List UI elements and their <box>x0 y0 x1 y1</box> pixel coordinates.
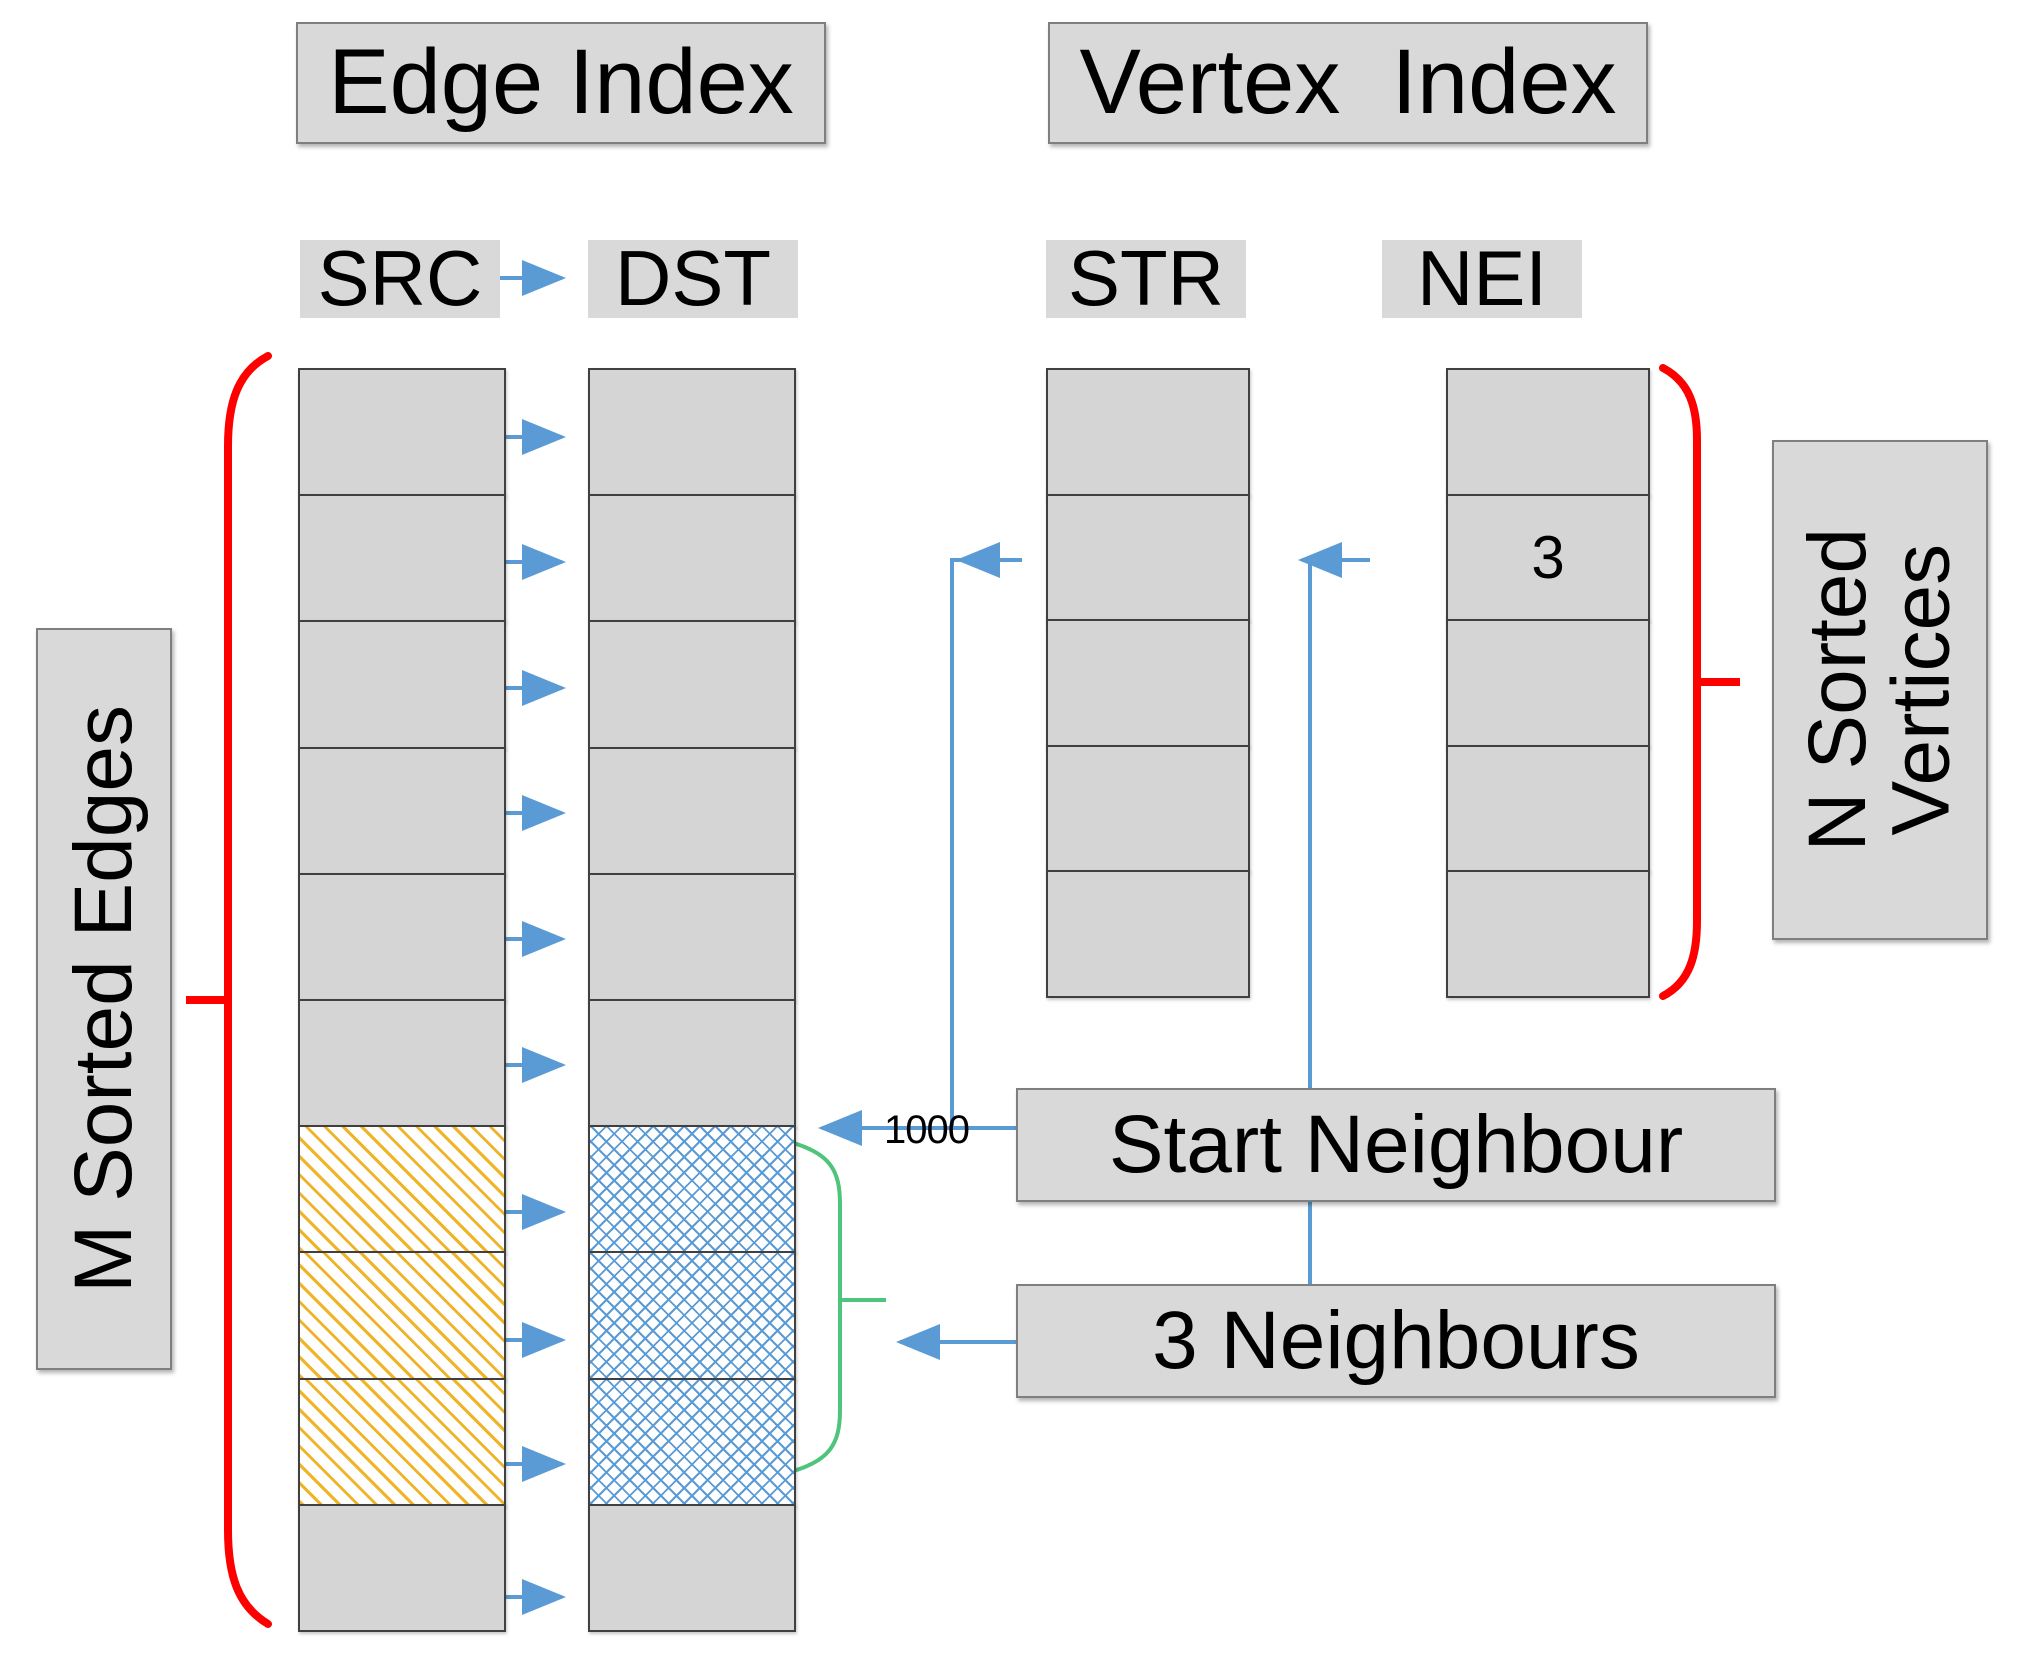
vertex-index-title-text: Vertex Index <box>1079 31 1617 134</box>
src-cell-2[interactable] <box>298 494 506 623</box>
str-cell-4[interactable] <box>1046 744 1250 873</box>
edge-index-title: Edge Index <box>296 22 826 144</box>
vertex-index-title: Vertex Index <box>1048 22 1648 144</box>
nei-cell-5[interactable] <box>1446 870 1650 998</box>
brace-three-neighbours <box>785 1139 886 1475</box>
bracket-m-sorted-edges <box>186 352 272 1628</box>
offset-value-text: 1000 <box>884 1108 970 1152</box>
dst-cell-1[interactable] <box>588 368 796 497</box>
nei-cell-3[interactable] <box>1446 619 1650 747</box>
arrow-start-neighbour-to-str <box>950 542 1022 1128</box>
three-neighbours-callout[interactable]: 3 Neighbours <box>1016 1284 1776 1398</box>
dst-cell-8[interactable] <box>588 1251 796 1380</box>
dst-cell-9[interactable] <box>588 1377 796 1506</box>
src-cell-8[interactable] <box>298 1251 506 1380</box>
str-cell-5[interactable] <box>1046 870 1250 998</box>
dst-column <box>588 368 796 1632</box>
dst-column-title: DST <box>588 234 798 323</box>
str-cell-1[interactable] <box>1046 368 1250 496</box>
src-cell-6[interactable] <box>298 999 506 1128</box>
n-sorted-vertices-label-text: N Sorted Vertices <box>1792 528 1967 852</box>
arrow-start-neighbour-to-nei <box>1298 542 1370 1090</box>
nei-cell-4[interactable] <box>1446 744 1650 873</box>
dst-column-title-text: DST <box>615 234 771 323</box>
src-column-title: SRC <box>300 234 500 323</box>
offset-value-label: 1000 <box>884 1108 970 1153</box>
start-neighbour-callout[interactable]: Start Neighbour <box>1016 1088 1776 1202</box>
nei-column-title: NEI <box>1382 234 1582 323</box>
src-cell-4[interactable] <box>298 746 506 875</box>
src-cell-10[interactable] <box>298 1503 506 1632</box>
dst-cell-4[interactable] <box>588 746 796 875</box>
dst-cell-10[interactable] <box>588 1503 796 1632</box>
str-column <box>1046 368 1250 998</box>
str-column-title: STR <box>1046 234 1246 323</box>
src-cell-5[interactable] <box>298 872 506 1001</box>
start-neighbour-text: Start Neighbour <box>1108 1099 1684 1191</box>
nei-cell-1[interactable] <box>1446 368 1650 496</box>
dst-cell-5[interactable] <box>588 872 796 1001</box>
n-sorted-vertices-label: N Sorted Vertices <box>1772 440 1988 940</box>
three-neighbours-text: 3 Neighbours <box>1152 1295 1640 1387</box>
nei-column: 3 <box>1446 368 1650 998</box>
nei-cell-2[interactable]: 3 <box>1446 493 1650 622</box>
str-cell-2[interactable] <box>1046 493 1250 622</box>
nei-cell-2-value: 3 <box>1531 523 1565 591</box>
src-cell-3[interactable] <box>298 620 506 749</box>
src-cell-7[interactable] <box>298 1125 506 1254</box>
m-sorted-edges-label-text: M Sorted Edges <box>58 705 150 1293</box>
nei-column-title-text: NEI <box>1416 234 1548 323</box>
dst-cell-3[interactable] <box>588 620 796 749</box>
str-cell-3[interactable] <box>1046 619 1250 747</box>
src-column <box>298 368 506 1632</box>
edge-index-title-text: Edge Index <box>328 31 794 134</box>
src-column-title-text: SRC <box>317 234 483 323</box>
bracket-n-sorted-vertices <box>1659 364 1740 1000</box>
m-sorted-edges-label: M Sorted Edges <box>36 628 172 1370</box>
dst-cell-2[interactable] <box>588 494 796 623</box>
str-column-title-text: STR <box>1068 234 1224 323</box>
row-arrows <box>506 419 566 1615</box>
dst-cell-7[interactable] <box>588 1125 796 1254</box>
src-cell-1[interactable] <box>298 368 506 497</box>
src-cell-9[interactable] <box>298 1377 506 1506</box>
dst-cell-6[interactable] <box>588 999 796 1128</box>
